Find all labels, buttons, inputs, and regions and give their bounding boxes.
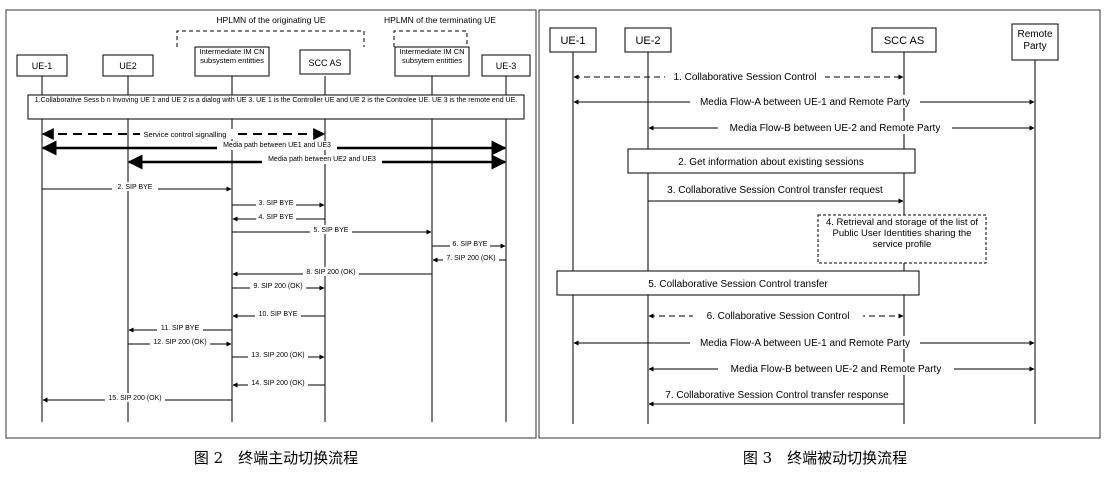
label-service-control: Service control signalling [144,130,227,139]
entity-box-f3-sccas [871,27,937,53]
figure2-frame [5,9,537,439]
label-msg4: 4. SIP BYE [259,214,294,221]
entity-box-ue1 [16,54,68,77]
label-bg-service-control [140,129,235,139]
figure3-labels: 1. Collaborative Session Control Media F… [665,70,954,401]
entity-ue2-label: UE2 [119,61,137,71]
figure2-message-labels: 2. SIP BYE 3. SIP BYE 4. SIP BYE 5. SIP … [105,182,499,402]
label-f3-mediaB-2: Media Flow-B between UE-2 and Remote Par… [731,364,942,375]
label-msg6: 6. SIP BYE [453,241,488,248]
entity-f3-ue2-label: UE-2 [635,35,660,47]
label-bg-media2 [262,155,382,164]
entity-imcn-originating-label: Intermediate IM CN subsystem entitties [199,47,265,65]
caption-figure2: 图 2 终端主动切换流程 [194,449,358,467]
group-bracket-originating [176,30,365,47]
step2-box [627,148,916,174]
caption-figure3: 图 3 终端被动切换流程 [743,449,907,467]
entity-box-f3-ue2 [624,27,672,53]
label-f3-mediaA-2: Media Flow-A between UE-1 and Remote Par… [700,338,910,349]
label-msg3: 3. SIP BYE [259,200,294,207]
step4: 4. Retrieval and storage of the list of … [825,217,979,250]
label-msg5: 5. SIP BYE [314,227,349,234]
entity-box-imcn-originating [194,46,270,77]
entity-f3-sccas-label: SCC AS [884,35,924,47]
label-f3-mediaA-1: Media Flow-A between UE-1 and Remote Par… [700,97,910,108]
entity-f3-remote-label: Remote Party [1017,29,1053,52]
entity-box-ue3 [481,54,531,77]
step5-box [556,270,920,296]
entity-box-f3-remote [1011,23,1059,61]
label-msg11: 11. SIP BYE [161,325,200,332]
label-media1: Media path between UE1 and UE3 [223,142,331,149]
label-f3-msg3: 3. Collaborative Session Control transfe… [667,185,883,196]
step2-label: 2. Get information about existing sessio… [678,157,864,168]
entity-box-f3-ue1 [549,27,597,53]
note-step1-text: 1.Collaborative Sess b n lnvoving UE 1 a… [34,97,518,104]
label-msg9: 9. SIP 200 (OK) [253,283,302,290]
entity-ue1-label: UE-1 [32,61,53,71]
figure3: UE-1 UE-2 SCC AS Remote Party 1. Collabo… [538,9,1101,439]
group-label-terminating: HPLMN of the terminating UE [384,15,496,25]
step5-label: 5. Collaborative Session Control transfe… [648,279,828,290]
label-msg10: 10. SIP BYE [259,311,298,318]
label-bg-media1 [217,141,337,150]
label-f3-mediaB-1: Media Flow-B between UE-2 and Remote Par… [730,123,941,134]
entity-box-ue2 [102,54,154,77]
label-media2: Media path between UE2 and UE3 [268,156,376,163]
entity-f3-ue1-label: UE-1 [560,35,585,47]
label-f3-msg1: 1. Collaborative Session Control [674,72,817,83]
label-msg12: 12. SIP 200 (OK) [153,339,206,346]
entity-imcn-originating: Intermediate IM CN subsystem entitties [199,47,265,65]
label-msg14: 14. SIP 200 (OK) [251,380,304,387]
step4-label: 4. Retrieval and storage of the list of … [825,217,979,250]
entity-sccas-label: SCC AS [308,58,341,68]
group-bracket-terminating [393,30,468,47]
group-label-originating: HPLMN of the originating UE [216,15,325,25]
note-step1: 1.Collaborative Sess b n lnvoving UE 1 a… [34,97,518,104]
label-msg7: 7. SIP 200 (OK) [446,255,495,262]
entity-ue3-label: UE-3 [496,61,517,71]
label-msg13: 13. SIP 200 (OK) [251,352,304,359]
label-msg15: 15. SIP 200 (OK) [108,395,161,402]
label-f3-msg7: 7. Collaborative Session Control transfe… [665,390,889,401]
entity-box-imcn-terminating [394,46,470,77]
label-msg2: 2. SIP BYE [118,184,153,191]
label-f3-msg6: 6. Collaborative Session Control [707,311,850,322]
entity-box-sccas [299,49,351,75]
note-step1-box [27,94,525,120]
label-msg8: 8. SIP 200 (OK) [306,269,355,276]
figure2: HPLMN of the originating UE HPLMN of the… [5,9,537,439]
step4-note [817,214,987,264]
entity-f3-remote: Remote Party [1017,29,1053,52]
entity-imcn-terminating: Intermediate IM CN subsytem entitties [399,47,465,65]
entity-imcn-terminating-label: Intermediate IM CN subsytem entitties [399,47,465,65]
